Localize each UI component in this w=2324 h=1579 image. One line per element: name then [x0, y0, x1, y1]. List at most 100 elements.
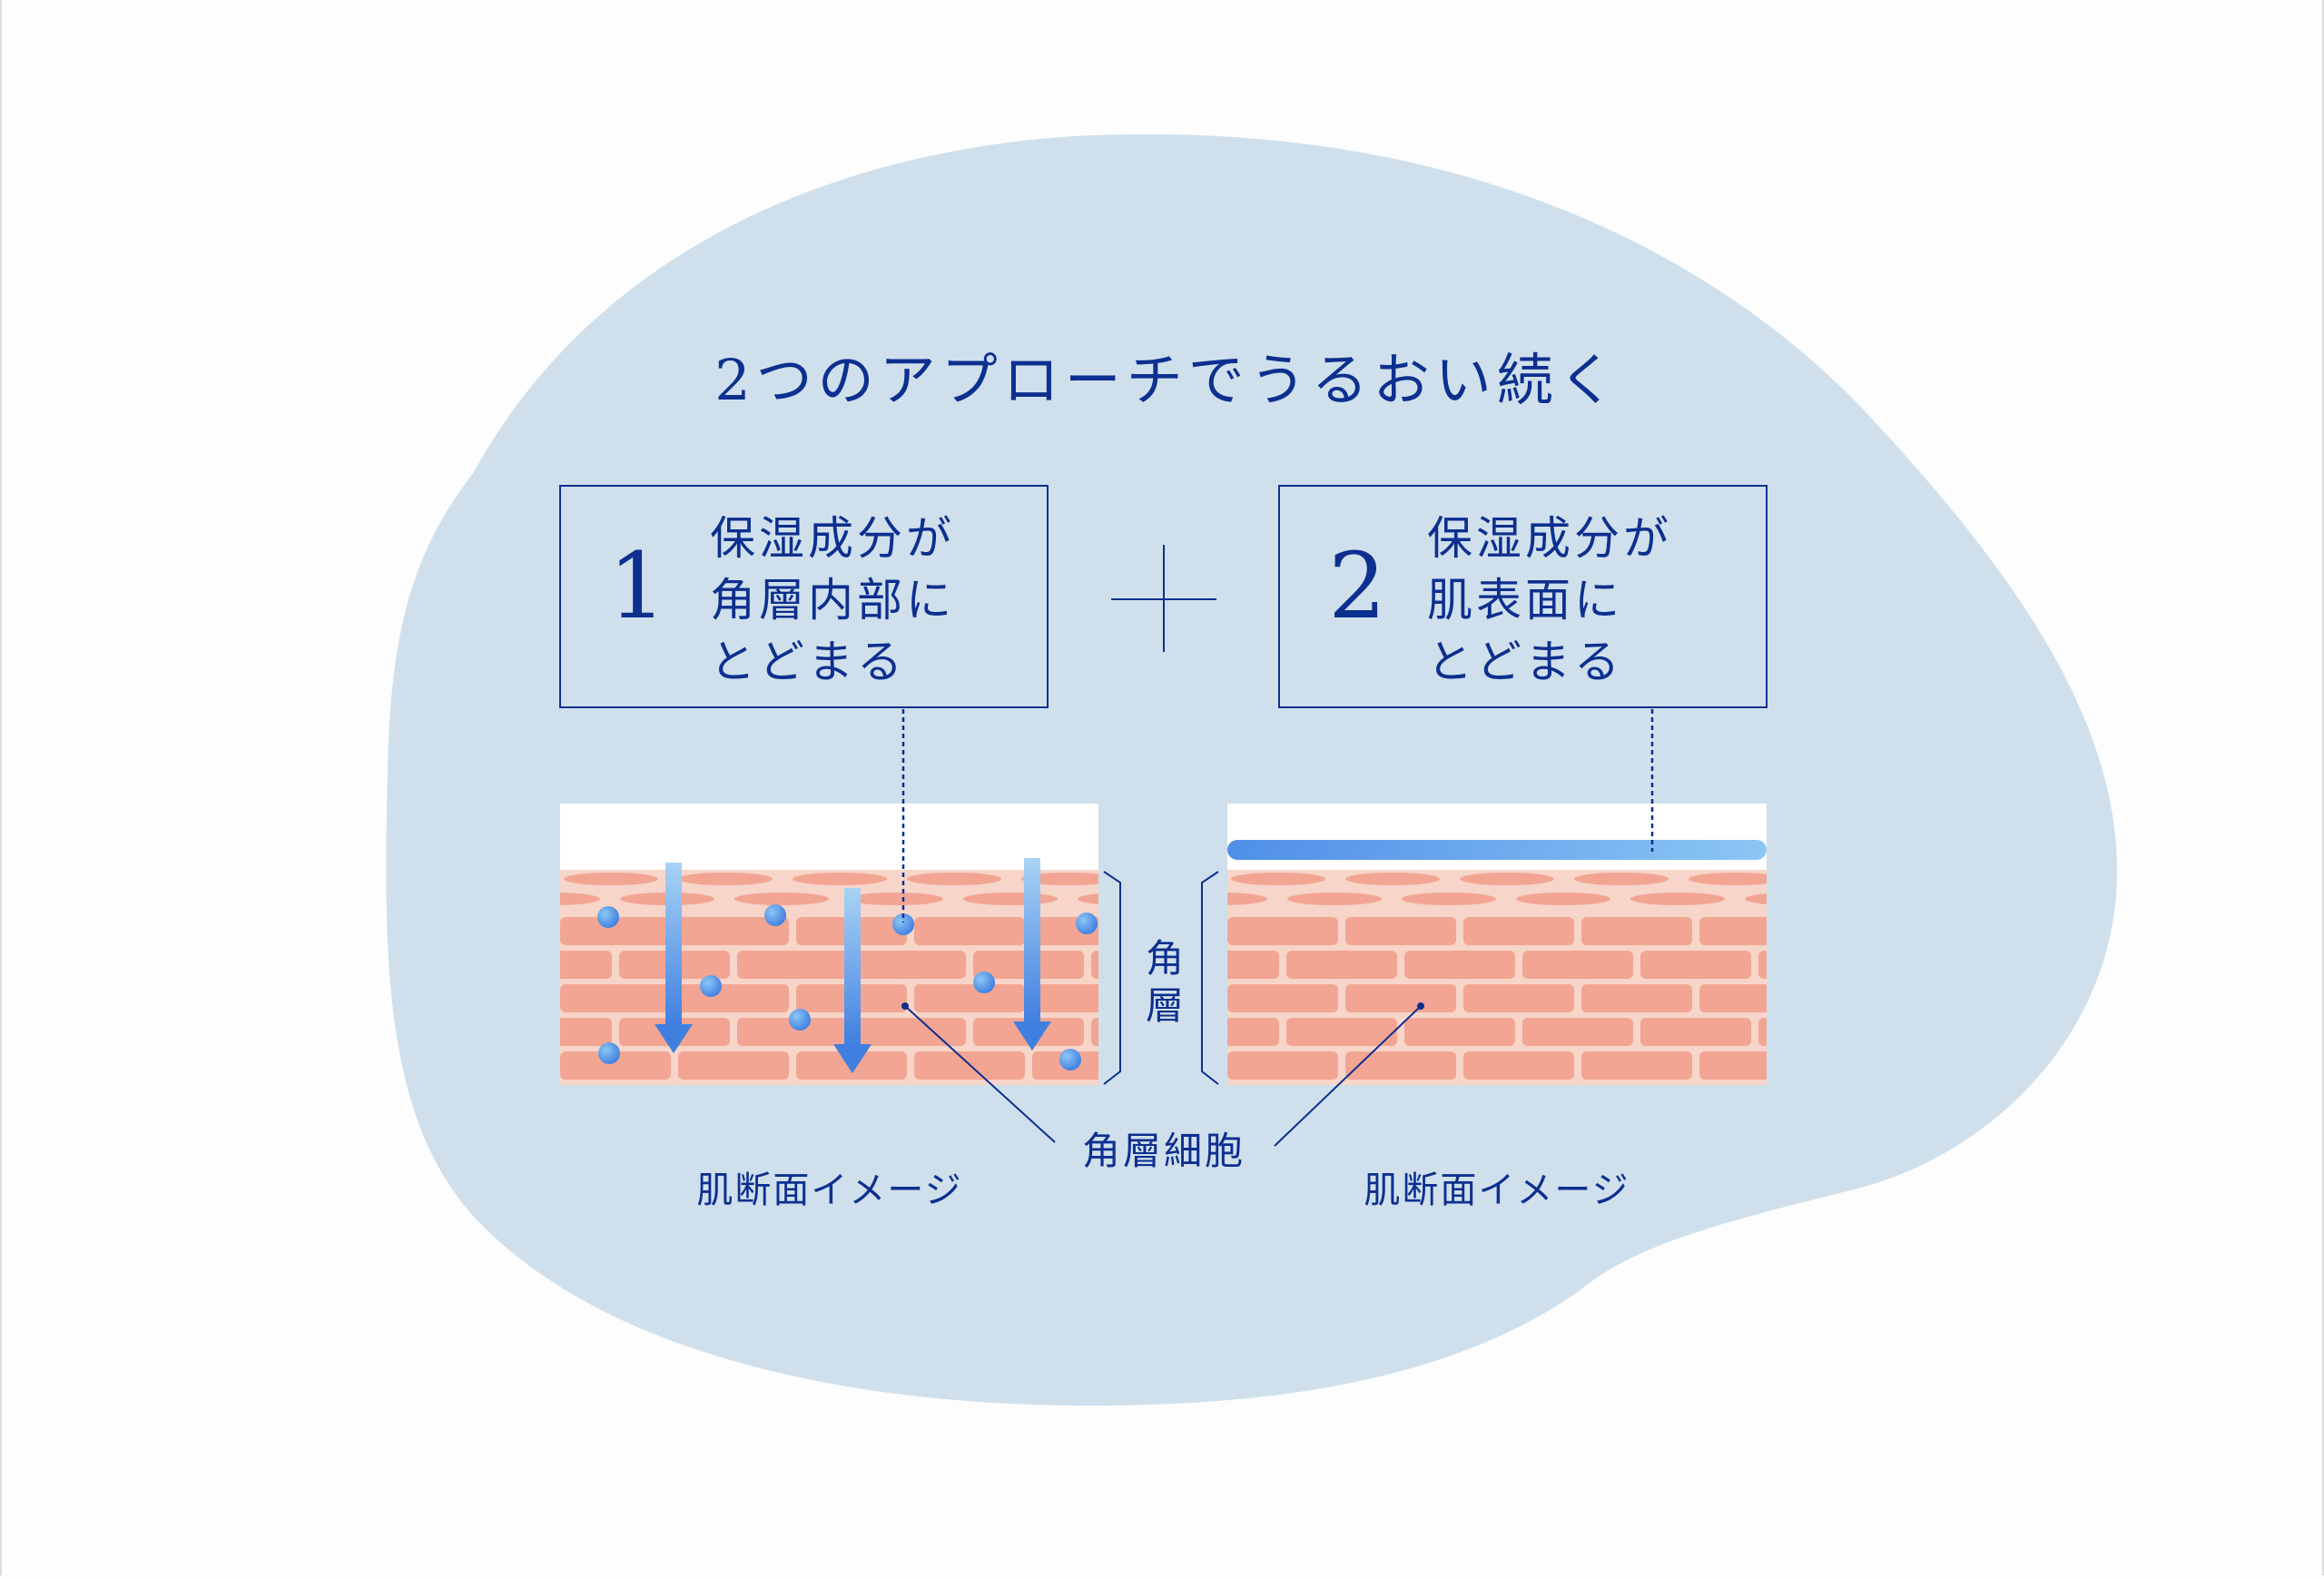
flat-cell	[907, 873, 1001, 885]
corneocyte-cell	[1758, 951, 1767, 979]
corneocyte-cell	[1227, 1051, 1338, 1080]
corneocyte-cell	[1463, 1051, 1574, 1080]
corneocyte-cell	[1404, 1018, 1515, 1046]
flat-cell	[1231, 873, 1325, 885]
moisture-dot	[1059, 1049, 1081, 1071]
skin-cross-section-label-left: 肌断面イメージ	[696, 1169, 962, 1211]
background-blob	[386, 133, 2117, 1406]
corneocyte-cell	[1227, 951, 1279, 979]
flat-cell	[1574, 873, 1669, 885]
corneocyte-cell	[1522, 951, 1633, 979]
bracket-right	[1201, 871, 1219, 1085]
corneocyte-cell	[1345, 984, 1456, 1012]
corneocyte-cell	[1227, 917, 1338, 945]
flat-cell	[1021, 873, 1098, 885]
corneocyte-cell	[678, 917, 789, 945]
flat-cell	[1516, 893, 1610, 905]
corneocyte-cell	[1227, 1018, 1279, 1046]
moisture-dots	[597, 904, 1098, 1071]
approach-2-line-1: 保湿成分が	[1427, 512, 1672, 565]
moisture-dot	[892, 913, 914, 935]
corneocyte-cell	[737, 1018, 848, 1046]
approach-2-line-3: とどまる	[1427, 636, 1623, 688]
flat-cell	[1630, 893, 1725, 905]
corneocyte-cell	[1286, 1018, 1397, 1046]
corneocyte-cell	[1640, 1018, 1751, 1046]
corneocyte-cell	[560, 917, 671, 945]
corneocyte-cell	[1699, 1051, 1767, 1080]
corneocyte-cell	[560, 1018, 612, 1046]
moisture-arrow-head	[1013, 1021, 1051, 1051]
moisture-arrow-head	[655, 1024, 693, 1053]
corneocyte-cell	[1699, 917, 1767, 945]
pointer-line-right	[1274, 1005, 1422, 1147]
corneocyte-cell	[1640, 951, 1751, 979]
stratum-corneum-label-char-1: 角	[1146, 936, 1184, 981]
moisture-arrow-head	[833, 1044, 872, 1073]
approach-2-line-2: 肌表面に	[1427, 574, 1623, 627]
flat-cell	[1745, 893, 1767, 904]
flat-cell	[963, 893, 1058, 905]
stratum-corneum-label-char-2: 層	[1146, 983, 1184, 1028]
moisture-arrow	[1024, 858, 1040, 1023]
corneocyte-cell	[1581, 917, 1692, 945]
approach-1-line-3: とどまる	[710, 636, 906, 688]
corneocyte-cell	[560, 951, 612, 979]
flat-cell	[560, 893, 600, 905]
moisture-arrow	[665, 863, 682, 1026]
corneocyte-cell	[1463, 984, 1574, 1012]
flat-cell	[1227, 893, 1267, 905]
flat-cell	[793, 873, 887, 885]
approach-1-line-1: 保湿成分が	[710, 512, 955, 565]
moisture-dot	[597, 906, 619, 928]
pointer-line-left	[904, 1005, 1056, 1143]
corneocyte-cell	[1091, 951, 1098, 979]
corneocyte-cell	[1758, 1018, 1767, 1046]
bracket-left	[1103, 871, 1121, 1085]
flat-cell	[1078, 893, 1098, 904]
corneocyte-cell	[560, 984, 671, 1012]
corneocyte-cell	[678, 1051, 789, 1080]
corneocyte-cell	[914, 984, 1025, 1012]
corneocyte-cell	[1522, 1018, 1633, 1046]
corneocyte-label: 角層細胞	[1082, 1129, 1246, 1173]
corneocyte-cell	[1404, 951, 1515, 979]
corneocyte-cell	[1699, 984, 1767, 1012]
approach-number-1: 1	[608, 533, 666, 639]
corneocyte-cell	[855, 1018, 966, 1046]
corneocyte-cell	[1581, 984, 1692, 1012]
corneocyte-cell	[914, 917, 1025, 945]
corneocyte-cell	[1032, 984, 1098, 1012]
approach-1-line-2: 角層内部に	[710, 574, 955, 627]
corneocyte-cell	[1345, 917, 1456, 945]
moisture-arrows	[655, 858, 1051, 1073]
skin-panel-left	[560, 804, 1098, 1085]
skin-cross-section-label-right: 肌断面イメージ	[1364, 1169, 1630, 1211]
flat-cell	[564, 873, 658, 885]
corneocyte-cell	[855, 951, 966, 979]
flat-cell	[678, 873, 773, 885]
flat-cell	[734, 893, 829, 905]
moisture-dot	[764, 904, 786, 926]
page-title: 2つのアプローチでうるおい続く	[714, 347, 1620, 413]
moisture-dot	[973, 972, 995, 993]
moisture-dot	[1076, 913, 1098, 934]
approach-box-2: 2 保湿成分が 肌表面に とどまる	[1278, 485, 1768, 708]
approach-number-2: 2	[1328, 533, 1386, 639]
corneocyte-cell	[1286, 951, 1397, 979]
plus-icon	[1111, 545, 1216, 652]
corneocyte-cell	[1463, 917, 1574, 945]
moisture-dot	[598, 1042, 620, 1064]
flat-cell	[1689, 873, 1767, 885]
approach-box-1: 1 保湿成分が 角層内部に とどまる	[559, 485, 1049, 708]
corneocyte-cell	[1581, 1051, 1692, 1080]
flat-cell	[1287, 893, 1382, 905]
corneocyte-cell	[560, 1051, 671, 1080]
corneocyte-cell	[1227, 984, 1338, 1012]
moisture-dot	[789, 1009, 811, 1031]
corneocyte-cell	[1091, 1018, 1098, 1046]
flat-cell	[1402, 893, 1496, 905]
flat-cell	[1345, 873, 1440, 885]
